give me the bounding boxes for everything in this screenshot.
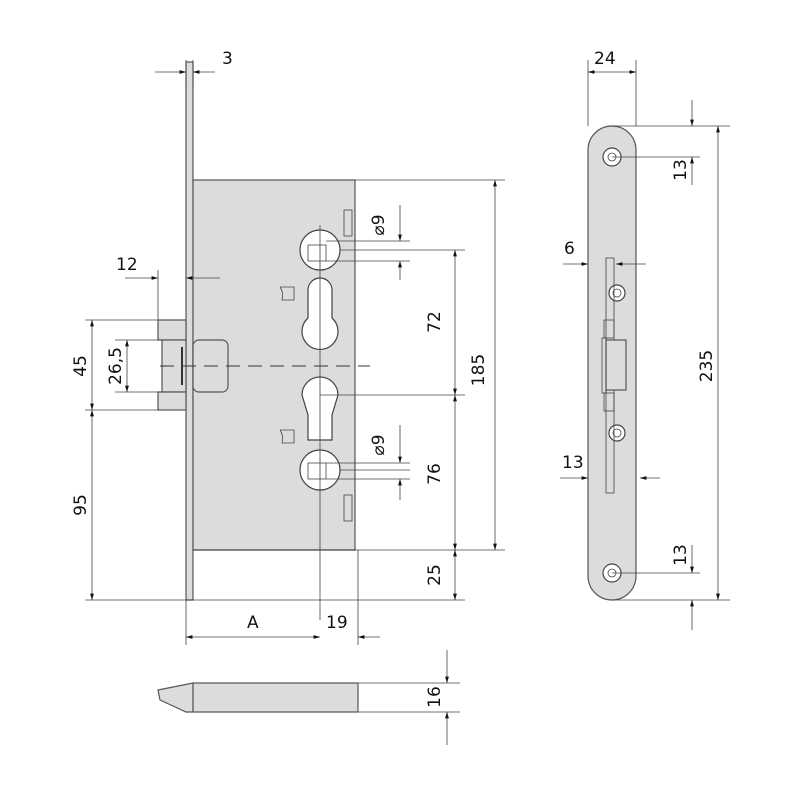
dim-3: 3 [222, 49, 233, 69]
dim-72: 72 [425, 311, 445, 333]
dimension-labels: 3 12 45 26,5 95 A 19 ⌀9 ⌀9 72 185 76 25 … [71, 49, 717, 708]
faceplate [185, 61, 194, 601]
dim-12: 12 [116, 255, 138, 275]
dim-13-top: 13 [671, 159, 691, 181]
dim-95: 95 [71, 494, 91, 516]
dimension-lines [85, 60, 505, 645]
dim-26-5: 26,5 [106, 347, 126, 385]
faceplate-side-view [560, 60, 730, 630]
dim-dia9-bottom: ⌀9 [369, 434, 389, 455]
dim-185: 185 [469, 354, 489, 386]
dim-24: 24 [594, 49, 616, 69]
dim-dia9-top: ⌀9 [369, 214, 389, 235]
dim-25: 25 [425, 564, 445, 586]
dim-16: 16 [425, 686, 445, 708]
dim-6: 6 [564, 239, 575, 259]
dim-A: A [247, 613, 259, 633]
lock-body-front-view [157, 61, 370, 620]
lock-bottom-view [157, 650, 460, 745]
dim-13-bottom: 13 [671, 544, 691, 566]
dim-19: 19 [326, 613, 348, 633]
dim-235: 235 [697, 350, 717, 382]
dim-13-opening: 13 [562, 453, 584, 473]
dim-76: 76 [425, 463, 445, 485]
dim-45: 45 [71, 355, 91, 377]
